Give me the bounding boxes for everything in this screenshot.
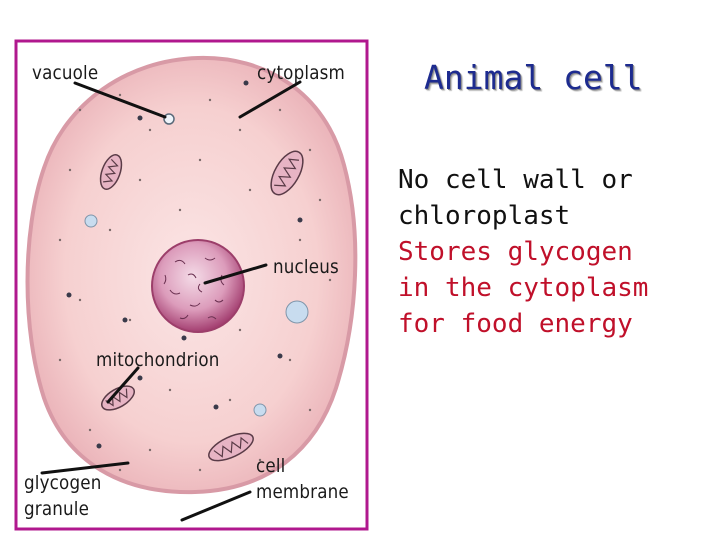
note-line: chloroplast bbox=[398, 201, 571, 231]
vacuole-leader bbox=[73, 81, 167, 119]
mitochondrion-leader bbox=[106, 366, 140, 404]
mitochondrion bbox=[270, 150, 304, 196]
vacuole bbox=[163, 113, 175, 125]
vacuole bbox=[84, 214, 98, 228]
notes-block: No cell wall or chloroplast Stores glyco… bbox=[398, 162, 716, 342]
glycogen-granules bbox=[66, 80, 303, 449]
membrane-leader bbox=[180, 490, 252, 522]
nucleus bbox=[151, 239, 245, 333]
cytoplasm-label: cytoplasm bbox=[257, 62, 345, 84]
cytoplasm-granules bbox=[58, 93, 332, 472]
cytoplasm-leader bbox=[238, 80, 302, 119]
glycogen-leader bbox=[40, 461, 130, 475]
mitochondrion bbox=[208, 432, 254, 462]
vacuole bbox=[253, 403, 267, 417]
leader-lines bbox=[40, 80, 302, 522]
page-title: Animal cell bbox=[424, 58, 643, 97]
mitochondrion-label: mitochondrion bbox=[96, 349, 220, 371]
nucleus-label: nucleus bbox=[273, 256, 339, 278]
note-line: No cell wall or bbox=[398, 165, 633, 195]
mitochondrion bbox=[101, 385, 135, 411]
note-line: in the cytoplasm bbox=[398, 273, 649, 303]
vacuole bbox=[285, 300, 309, 324]
glycogen-granule-label-line1: glycogen bbox=[24, 472, 102, 494]
note-line: Stores glycogen bbox=[398, 237, 633, 267]
cell-membrane-label-line2: membrane bbox=[256, 481, 349, 503]
nucleus-leader bbox=[203, 263, 268, 285]
cell-membrane-label-line1: cell bbox=[256, 455, 286, 477]
note-line: for food energy bbox=[398, 309, 633, 339]
vacuole-label: vacuole bbox=[32, 62, 99, 84]
mitochondrion bbox=[99, 154, 123, 190]
glycogen-granule-label-line2: granule bbox=[24, 498, 90, 520]
